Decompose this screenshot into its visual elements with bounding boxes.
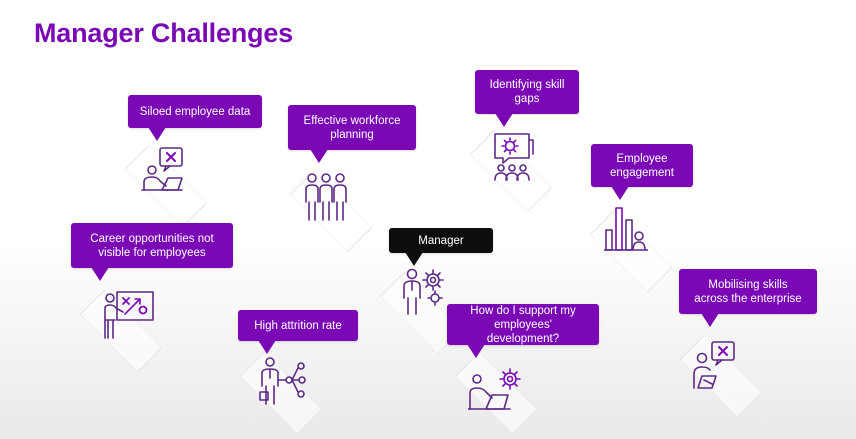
challenge-engagement-bubble: Employee engagement: [591, 144, 693, 200]
challenge-career-bubble: Career opportunities not visible for emp…: [71, 223, 233, 281]
manager-gear-icon: [402, 266, 448, 316]
presenter-board-icon: [103, 290, 155, 340]
challenge-label: Identifying skill gaps: [489, 79, 565, 105]
challenge-skill-gaps-bubble: Identifying skill gaps: [475, 70, 579, 127]
challenge-label: Effective workforce planning: [303, 114, 401, 141]
challenge-attrition-bubble: High attrition rate: [238, 310, 358, 354]
challenge-siloed-bubble: Siloed employee data: [128, 95, 262, 141]
challenge-mobilising-bubble: Mobilising skills across the enterprise: [679, 269, 817, 327]
manager-bubble: Manager: [389, 228, 493, 266]
bar-chart-person-icon: [604, 206, 648, 252]
challenge-workforce-bubble: Effective workforce planning: [288, 105, 416, 163]
person-laptop-gear-icon: [468, 367, 522, 411]
people-group-icon: [302, 172, 350, 222]
gear-chat-group-icon: [489, 132, 535, 182]
challenge-label: Siloed employee data: [139, 105, 251, 118]
challenge-label: Mobilising skills across the enterprise: [694, 278, 802, 305]
person-network-icon: [258, 356, 308, 406]
challenge-label: Career opportunities not visible for emp…: [90, 232, 214, 259]
person-chat-x-icon: [690, 340, 736, 390]
page-title: Manager Challenges: [34, 18, 293, 48]
person-laptop-x-icon: [140, 146, 184, 194]
challenge-label: High attrition rate: [254, 319, 342, 332]
manager-label: Manager: [418, 234, 464, 247]
challenge-development-bubble: How do I support my employees' developme…: [447, 304, 599, 358]
challenge-label: How do I support my employees' developme…: [470, 304, 576, 345]
challenge-label: Employee engagement: [610, 152, 674, 179]
